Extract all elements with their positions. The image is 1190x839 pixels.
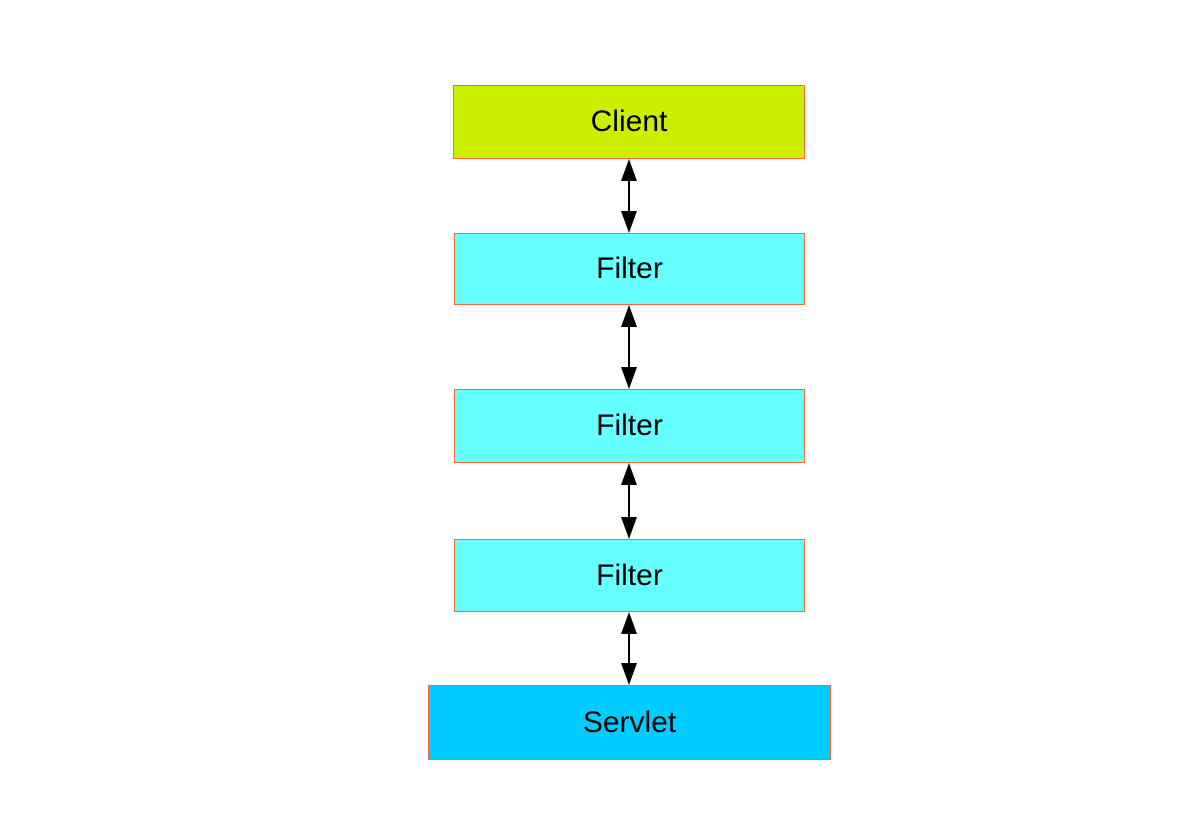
client-box-label: Client [590,105,668,138]
bidirectional-arrow [621,612,637,685]
servlet-box-label: Servlet [582,705,677,739]
filter-box-3: Filter [454,539,805,612]
filter-box-2-label: Filter [596,409,663,442]
filter-box-2: Filter [454,389,805,463]
filter-box-1: Filter [454,233,805,305]
servlet-box: Servlet [428,685,831,760]
filter-box-3-label: Filter [596,558,663,592]
filter-box-1-label: Filter [596,252,663,285]
bidirectional-arrow [621,159,637,233]
client-box: Client [453,85,805,159]
bidirectional-arrow [621,463,637,539]
bidirectional-arrow [621,305,637,389]
